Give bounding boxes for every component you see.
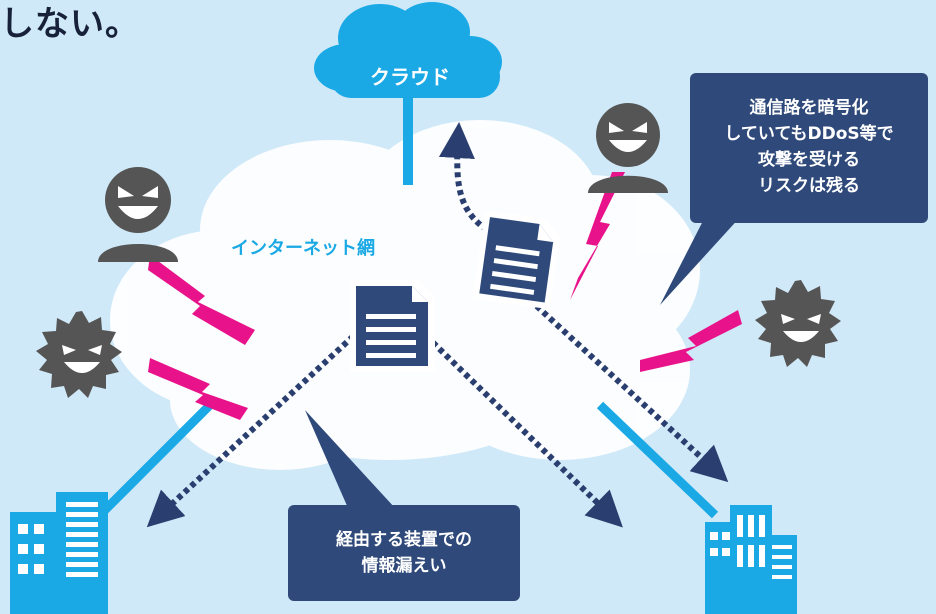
hacker-icon-right [588,103,668,193]
attack-bolt-upper-left [148,255,255,345]
callout-encryption-line: 通信路を暗号化 [749,98,869,118]
building-icon-right [705,505,797,614]
callout-encryption-text: 通信路を暗号化 していてもDDoS等で 攻撃を受ける リスクは残る [690,95,928,199]
cloud-label: クラウド [370,65,450,89]
document-icon-center [350,280,435,372]
right-link-line [596,401,719,519]
callout-leak-box [288,410,520,601]
callout-encryption-line: リスクは残る [758,176,860,196]
virus-icon-right [755,280,841,367]
leak-path-left [146,327,363,528]
cloud-icon [314,2,502,98]
callout-encryption-line: していてもDDoS等で [724,124,894,144]
leak-path-right [417,327,623,528]
callout-encryption-line: 攻撃を受ける [758,150,860,170]
virus-icon-left [36,311,122,398]
heading-fragment: しない。 [0,4,140,44]
callout-leak-line: 情報漏えい [361,556,447,576]
hacker-icon-left [98,167,178,262]
attack-bolt-lower-left [148,358,248,420]
document-icon-upper [472,210,560,310]
building-icon-left [10,492,108,614]
network-label: インターネット網 [231,237,375,259]
attack-bolt-upper-right [570,172,625,300]
left-link-line [86,401,214,529]
path-to-right-building [527,297,729,483]
callout-encryption-box [660,73,928,305]
callout-leak-line: 経由する装置での [336,530,472,550]
attack-bolt-lower-right [640,310,742,372]
callout-leak-text: 経由する装置での 情報漏えい [288,527,520,579]
